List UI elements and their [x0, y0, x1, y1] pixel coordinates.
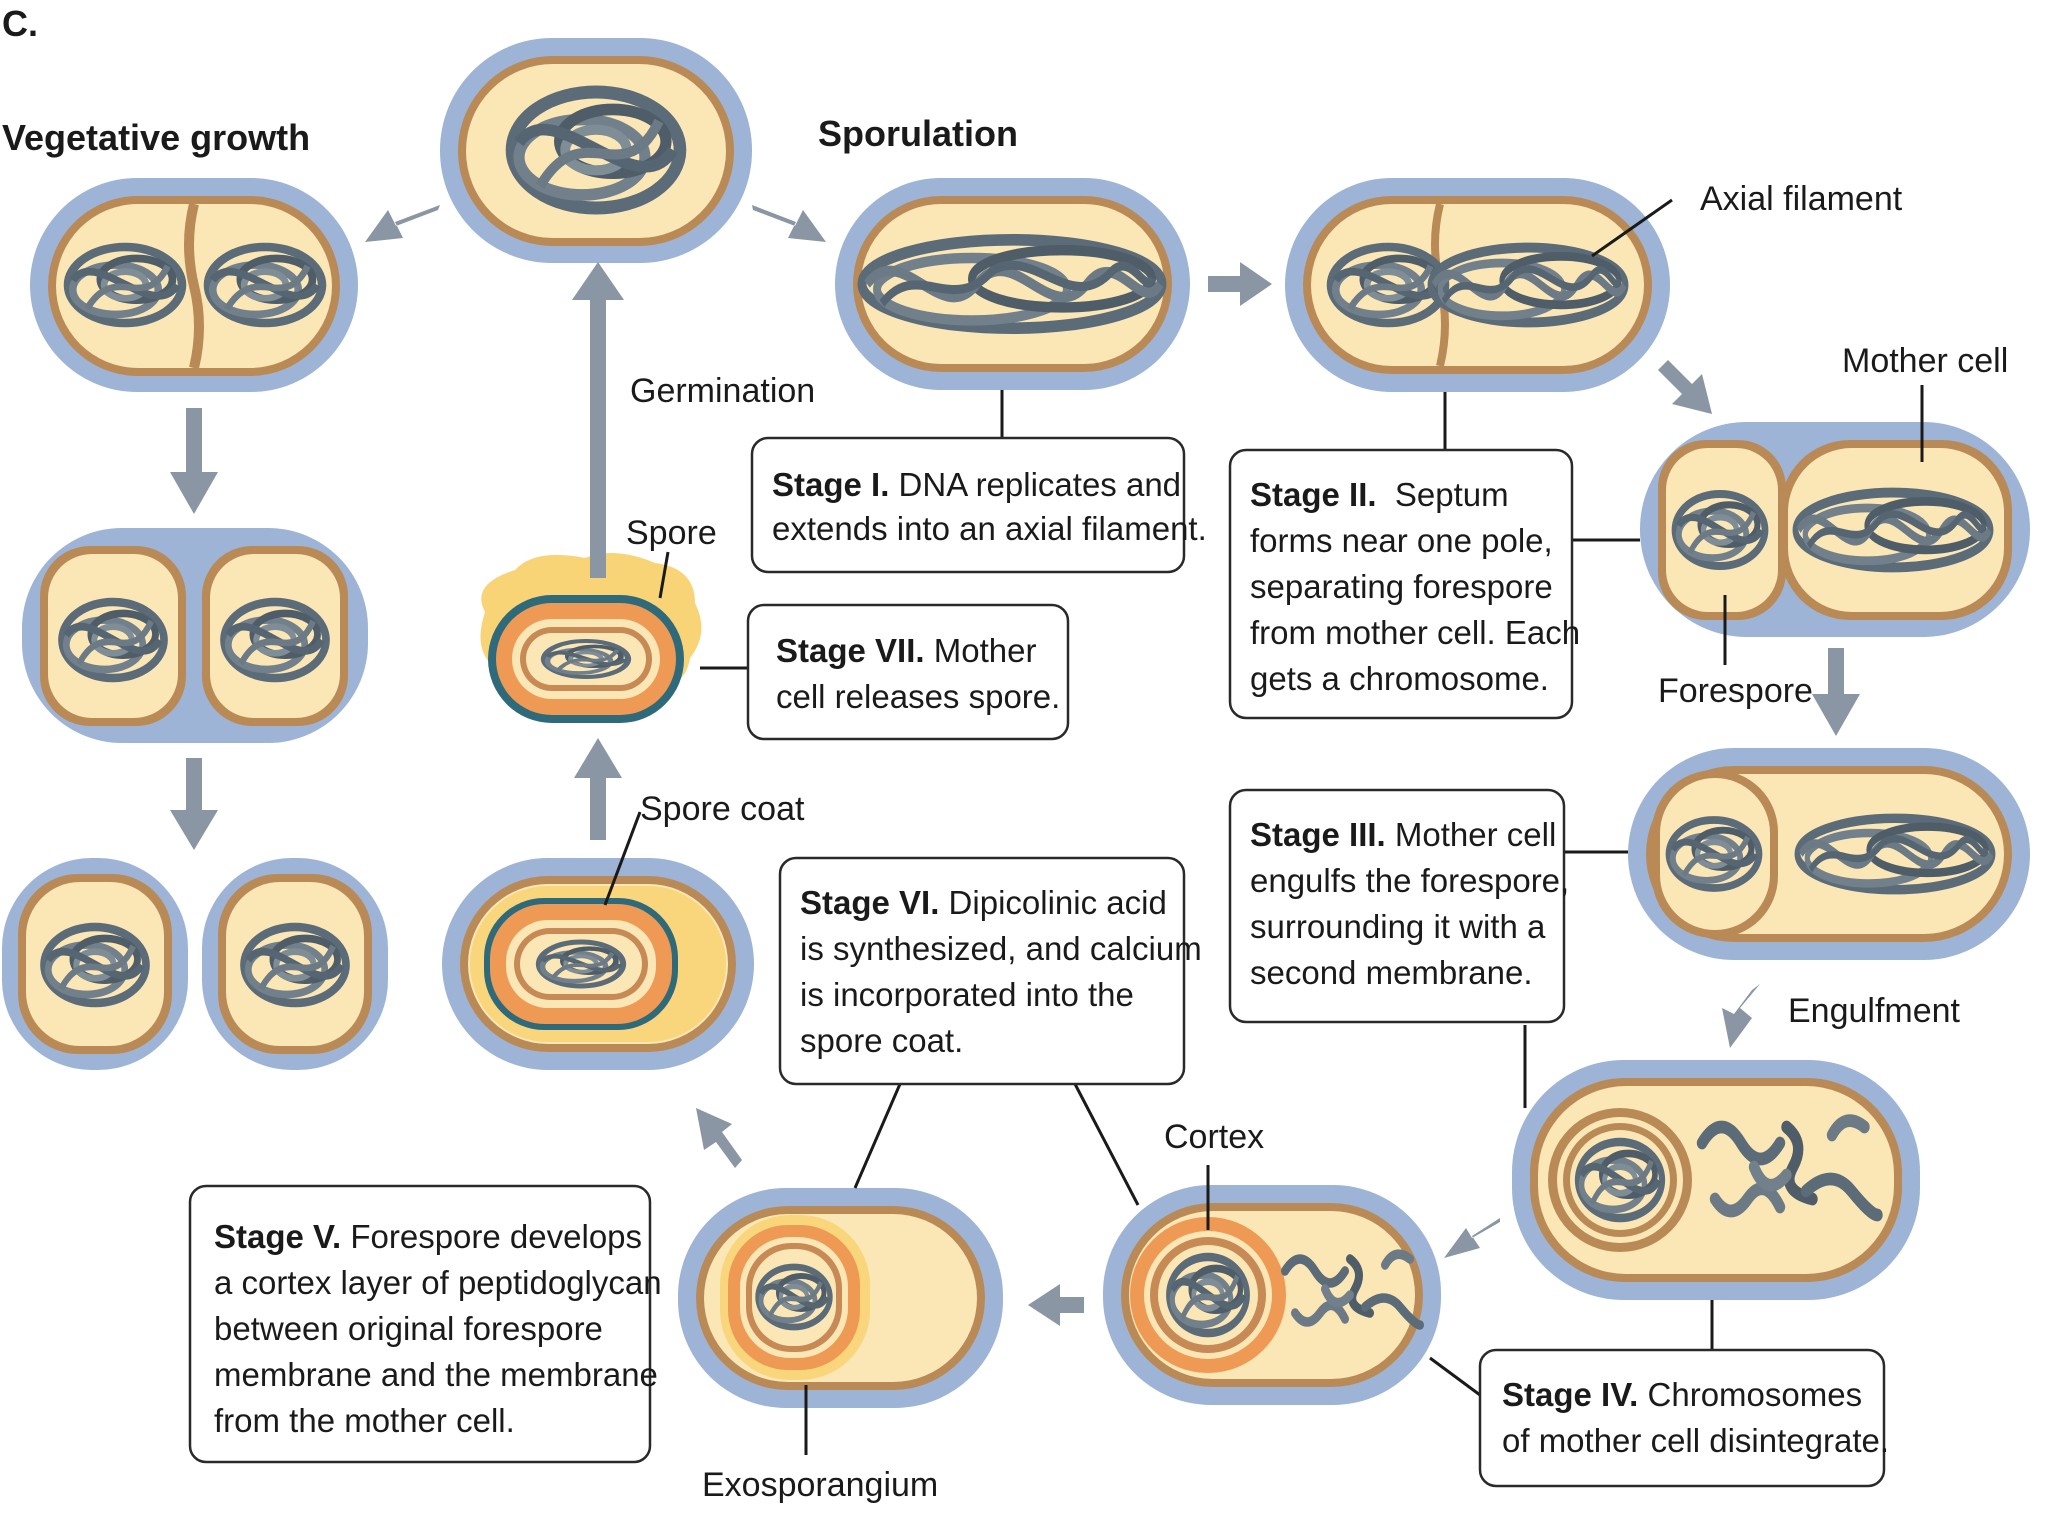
arrow-septum-to-stage-3 [1812, 648, 1860, 736]
stage-2-line-0: Septum [1377, 476, 1509, 513]
label-spore: Spore [626, 514, 717, 552]
text-stage-2: Stage II. Septum forms near one pole, se… [1250, 476, 1589, 697]
arrow-to-vegetative [365, 205, 440, 242]
cell-stage-5 [1103, 1185, 1441, 1405]
box-stage-4 [1478, 1348, 1886, 1488]
stage-3-line-0: Mother cell [1386, 816, 1557, 853]
cell-vegetative-1 [30, 178, 358, 392]
stage-5-title: Stage V. [214, 1218, 341, 1255]
stage-4-line-1: of mother cell disintegrate. [1502, 1422, 1889, 1459]
label-axial-filament: Axial filament [1700, 180, 1903, 218]
stage-5-line-2: between original forespore [214, 1310, 603, 1347]
cell-stage-1 [835, 178, 1190, 390]
box-stage-3 [1228, 788, 1566, 1024]
stage-6-line-3: spore coat. [800, 1022, 963, 1059]
box-stage-1 [750, 436, 1186, 574]
heading-sporulation: Sporulation [818, 113, 1018, 154]
cell-stage-2-septum [1640, 422, 2030, 637]
cell-stage-3 [1628, 748, 2030, 960]
stage-5-line-1: a cortex layer of peptidoglycan [214, 1264, 662, 1301]
stage-2-title: Stage II. [1250, 476, 1377, 513]
box-stage-5 [188, 1184, 652, 1464]
stage-7-line-0: Mother [925, 632, 1037, 669]
stage-7-title: Stage VII. [776, 632, 925, 669]
label-forespore: Forespore [1658, 672, 1813, 710]
pointer-axial-filament [1591, 198, 1673, 258]
cell-stage-2 [1285, 178, 1670, 392]
connector-stage-5-cell [1429, 1356, 1481, 1397]
stage-6-line-0: Dipicolinic acid [939, 884, 1166, 921]
arrow-vegetative-2-to-3 [170, 758, 218, 850]
label-cortex: Cortex [1164, 1118, 1264, 1156]
arrow-to-spore [574, 738, 622, 840]
stage-7-line-1: cell releases spore. [776, 678, 1060, 715]
stage-4-title: Stage IV. [1502, 1376, 1638, 1413]
stage-5-line-4: from the mother cell. [214, 1402, 515, 1439]
stage-6-title: Stage VI. [800, 884, 939, 921]
arrow-engulfment [1722, 984, 1760, 1048]
connector-stage-6-left [853, 1083, 902, 1189]
stage-2-line-4: gets a chromosome. [1250, 660, 1549, 697]
arrow-stage-2-to-septum [1658, 360, 1712, 414]
text-stage-7: Stage VII. Mother cell releases spore. [776, 632, 1060, 715]
text-stage-3: Stage III. Mother cell engulfs the fores… [1250, 816, 1578, 991]
arrow-to-stage-1 [752, 205, 826, 242]
pointer-spore-coat [603, 811, 642, 906]
cell-stage-4 [1512, 1060, 1920, 1300]
arrow-germination [572, 262, 624, 578]
stage-3-line-1: engulfs the forespore, [1250, 862, 1569, 899]
connector-stage-6-right [1073, 1083, 1140, 1206]
label-spore-coat: Spore coat [640, 790, 805, 828]
pointer-spore [658, 551, 670, 599]
process-arrows [170, 205, 1860, 1326]
label-mother-cell: Mother cell [1842, 342, 2008, 380]
cell-vegetative-3 [2, 858, 388, 1070]
panel-letter: C. [2, 3, 38, 44]
stage-4-line-0: Chromosomes [1638, 1376, 1862, 1413]
text-stage-6: Stage VI. Dipicolinic acid is synthesize… [800, 884, 1211, 1059]
cell-exosporangium [678, 1188, 1003, 1408]
text-stage-4: Stage IV. Chromosomes of mother cell dis… [1502, 1376, 1889, 1459]
arrow-vegetative-1-to-2 [170, 408, 218, 514]
box-stage-7 [746, 603, 1070, 741]
stage-2-line-3: from mother cell. Each [1250, 614, 1580, 651]
stage-5-line-0: Forespore develops [341, 1218, 642, 1255]
label-engulfment: Engulfment [1788, 992, 1961, 1030]
stage-1-line-1: extends into an axial filament. [772, 510, 1207, 547]
stage-5-line-3: membrane and the membrane [214, 1356, 658, 1393]
heading-vegetative-growth: Vegetative growth [2, 117, 310, 158]
box-stage-6 [778, 856, 1186, 1086]
text-stage-1: Stage I. DNA replicates and extends into… [772, 466, 1207, 547]
stage-3-title: Stage III. [1250, 816, 1386, 853]
stage-6-line-1: is synthesized, and calcium [800, 930, 1202, 967]
stage-3-line-3: second membrane. [1250, 954, 1532, 991]
arrow-to-stage-6 [696, 1108, 742, 1168]
cell-stage-6 [442, 858, 754, 1070]
arrow-stage-1-to-2 [1208, 262, 1272, 306]
stage-boxes [188, 436, 1886, 1488]
connector-lines [603, 198, 1924, 1455]
label-exosporangium: Exosporangium [702, 1466, 938, 1504]
cell-spore [480, 553, 702, 723]
cell-top-center [440, 38, 752, 263]
stage-2-line-2: separating forespore [1250, 568, 1553, 605]
label-germination: Germination [630, 372, 815, 410]
stage-6-line-2: is incorporated into the [800, 976, 1134, 1013]
stage-2-line-1: forms near one pole, [1250, 522, 1553, 559]
stage-1-line-0: DNA replicates and [889, 466, 1181, 503]
stage-3-line-2: surrounding it with a [1250, 908, 1546, 945]
text-stage-5: Stage V. Forespore develops a cortex lay… [214, 1218, 671, 1439]
cell-vegetative-2 [22, 528, 368, 743]
arrow-stage-4-to-5 [1444, 1218, 1500, 1258]
stage-1-title: Stage I. [772, 466, 889, 503]
box-stage-2 [1228, 448, 1574, 720]
arrow-stage-5-to-exosporangium [1028, 1284, 1084, 1326]
